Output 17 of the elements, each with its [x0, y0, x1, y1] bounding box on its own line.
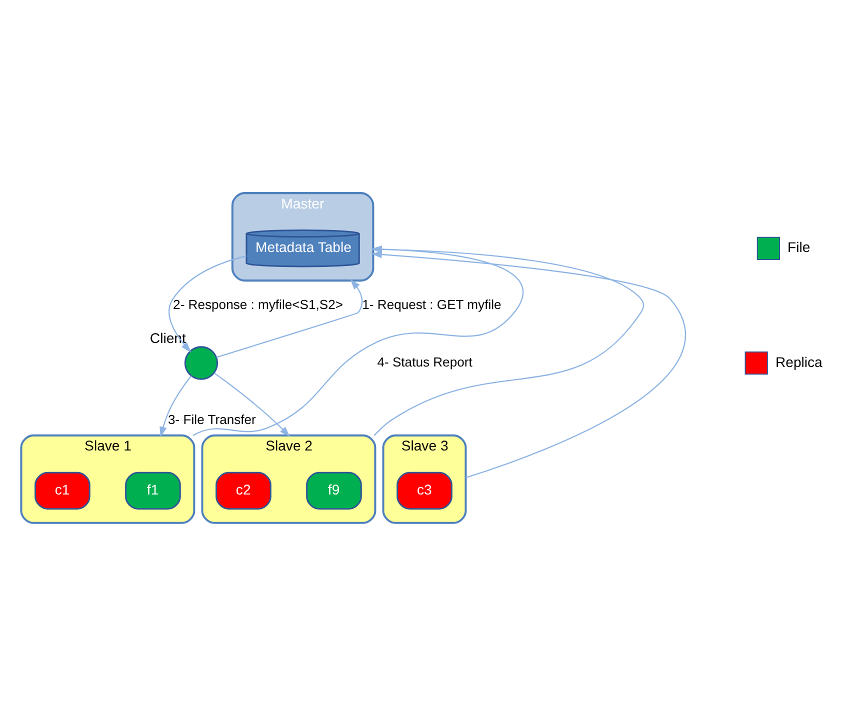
edge-label: 1- Request : GET myfile — [362, 296, 502, 312]
node-circle — [184, 346, 218, 380]
arrow — [160, 374, 192, 437]
legend-label: File — [788, 238, 810, 255]
edge-label: 4- Status Report — [377, 354, 472, 369]
node-box: c3 — [396, 471, 452, 510]
node-box: f9 — [306, 471, 362, 510]
node-label: Client — [150, 330, 186, 346]
node-box: c1 — [34, 471, 90, 510]
edge-label: 2- Response : myfile<S1,S2> — [173, 296, 343, 312]
legend-label: Replica — [775, 353, 822, 370]
node-box: c2 — [216, 471, 272, 510]
node-box: f1 — [125, 471, 181, 510]
arrow — [216, 278, 363, 358]
edge-label: 3- File Transfer — [168, 411, 256, 426]
arrow — [371, 250, 686, 478]
arrow — [214, 372, 290, 436]
